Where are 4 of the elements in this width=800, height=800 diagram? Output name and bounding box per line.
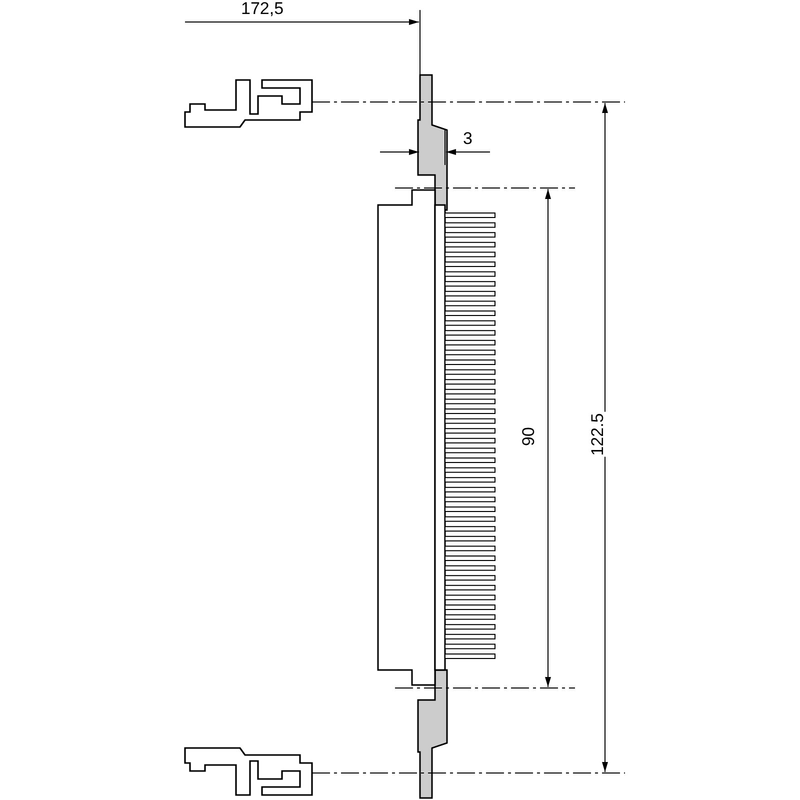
dimension-value: 172,5 xyxy=(240,0,285,17)
dimension-value: 3 xyxy=(462,130,474,147)
dimension-value: 90 xyxy=(520,426,537,447)
dimension-value: 122.5 xyxy=(588,412,606,457)
